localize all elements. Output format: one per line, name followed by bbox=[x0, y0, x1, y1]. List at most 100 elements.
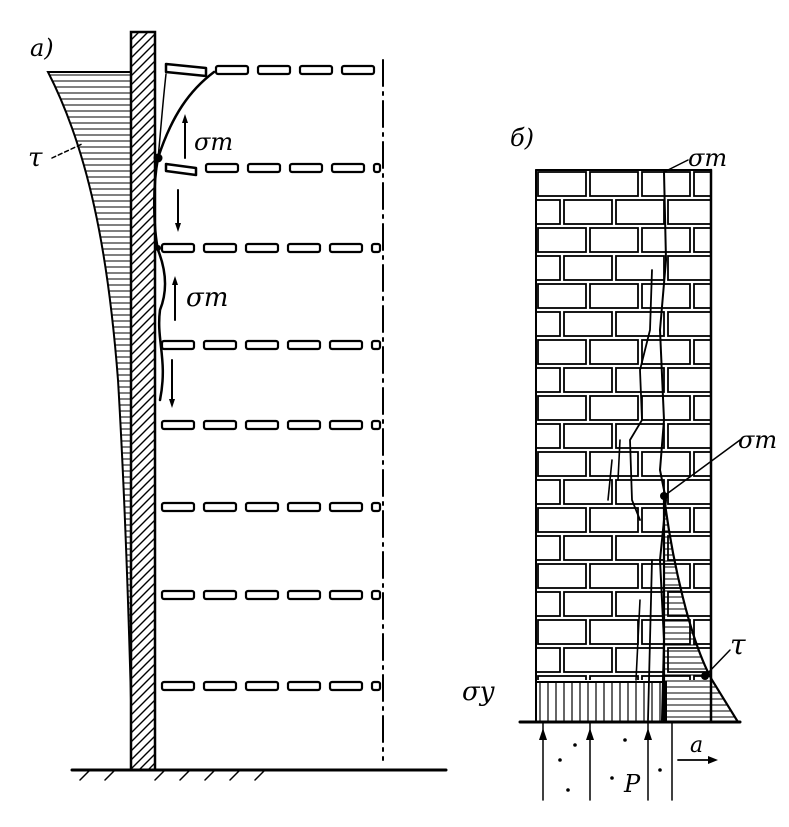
brick bbox=[536, 535, 561, 561]
sigma-label-a-upper: σт bbox=[194, 128, 233, 156]
brick bbox=[667, 255, 711, 281]
foundation-b bbox=[539, 721, 718, 801]
brick bbox=[536, 647, 561, 673]
brick bbox=[536, 423, 561, 449]
brick bbox=[693, 507, 711, 533]
slab-segment bbox=[286, 419, 322, 431]
brick bbox=[641, 451, 691, 477]
slab-segment bbox=[160, 339, 196, 351]
cracks-b bbox=[607, 171, 667, 721]
brick bbox=[589, 171, 639, 197]
slab-segment bbox=[370, 419, 382, 431]
slab-segment bbox=[244, 242, 280, 254]
brick bbox=[537, 227, 587, 253]
sigma-label-a-lower: σт bbox=[186, 283, 228, 313]
brick bbox=[693, 339, 711, 365]
brick bbox=[536, 479, 561, 505]
slab-segment bbox=[202, 589, 238, 601]
slab-segment bbox=[202, 242, 238, 254]
slab-segment bbox=[256, 64, 292, 76]
slab-segment bbox=[244, 680, 280, 692]
brick bbox=[537, 563, 587, 589]
slab-segment bbox=[204, 162, 240, 174]
slab-segment bbox=[328, 501, 364, 513]
brick bbox=[693, 171, 711, 197]
brick bbox=[667, 367, 711, 393]
slab-segment bbox=[160, 419, 196, 431]
brick bbox=[563, 647, 613, 673]
slab-segment bbox=[340, 64, 376, 76]
ground-a bbox=[70, 768, 448, 781]
brick bbox=[536, 591, 561, 617]
brick bbox=[563, 423, 613, 449]
brick bbox=[693, 227, 711, 253]
tau-stress-region-b bbox=[662, 495, 740, 724]
brick bbox=[563, 591, 613, 617]
panel-b-label: б) bbox=[510, 124, 534, 152]
brick bbox=[536, 367, 561, 393]
brick bbox=[641, 171, 691, 197]
brick bbox=[615, 647, 665, 673]
brick bbox=[667, 311, 711, 337]
slab-segment bbox=[370, 680, 382, 692]
brick bbox=[536, 255, 561, 281]
slab-segment bbox=[214, 64, 250, 76]
slab-segment bbox=[202, 339, 238, 351]
slab-segment bbox=[202, 680, 238, 692]
brick bbox=[563, 311, 613, 337]
tau-stress-region-a bbox=[46, 71, 132, 701]
brick bbox=[615, 423, 665, 449]
brick bbox=[536, 199, 561, 225]
brick bbox=[589, 395, 639, 421]
brick bbox=[589, 339, 639, 365]
brick bbox=[537, 395, 587, 421]
slab-segment bbox=[244, 501, 280, 513]
brick bbox=[641, 395, 691, 421]
slab-segment bbox=[160, 589, 196, 601]
slab-segment bbox=[244, 339, 280, 351]
brick bbox=[589, 619, 639, 645]
wall-a bbox=[129, 30, 157, 772]
brick bbox=[693, 283, 711, 309]
brick bbox=[563, 535, 613, 561]
brick bbox=[563, 367, 613, 393]
brick bbox=[615, 311, 665, 337]
brick bbox=[589, 283, 639, 309]
brick bbox=[563, 479, 613, 505]
slab-segment bbox=[244, 419, 280, 431]
panel-a: а) τ bbox=[28, 30, 448, 781]
slab-segment bbox=[288, 162, 324, 174]
brick bbox=[667, 479, 711, 505]
slab-segment bbox=[286, 501, 322, 513]
slab-segment bbox=[160, 680, 196, 692]
slab-segment bbox=[160, 242, 196, 254]
sigma-arrows-a bbox=[169, 114, 188, 408]
crack-point-a bbox=[153, 153, 163, 163]
brick bbox=[589, 563, 639, 589]
brick bbox=[537, 619, 587, 645]
brick bbox=[667, 199, 711, 225]
slab-segment bbox=[328, 680, 364, 692]
brick-wall-b bbox=[536, 170, 711, 680]
tau-callout-a: τ bbox=[28, 143, 83, 173]
brick bbox=[563, 255, 613, 281]
p-label: P bbox=[623, 770, 641, 798]
brick bbox=[615, 479, 665, 505]
brick bbox=[615, 535, 665, 561]
brick bbox=[537, 339, 587, 365]
sigma-y-label: σy bbox=[462, 677, 495, 707]
brick bbox=[693, 619, 711, 645]
brick bbox=[563, 199, 613, 225]
slab-segment bbox=[328, 589, 364, 601]
slab-segment bbox=[286, 339, 322, 351]
slab-segment bbox=[370, 589, 382, 601]
slab-segment bbox=[372, 162, 382, 174]
brick bbox=[589, 675, 639, 680]
sigma-y-band-b bbox=[535, 681, 667, 723]
brick bbox=[589, 227, 639, 253]
floor-slabs-a bbox=[160, 62, 382, 692]
brick bbox=[667, 535, 711, 561]
slab-segment bbox=[298, 64, 334, 76]
slab-segment bbox=[370, 501, 382, 513]
